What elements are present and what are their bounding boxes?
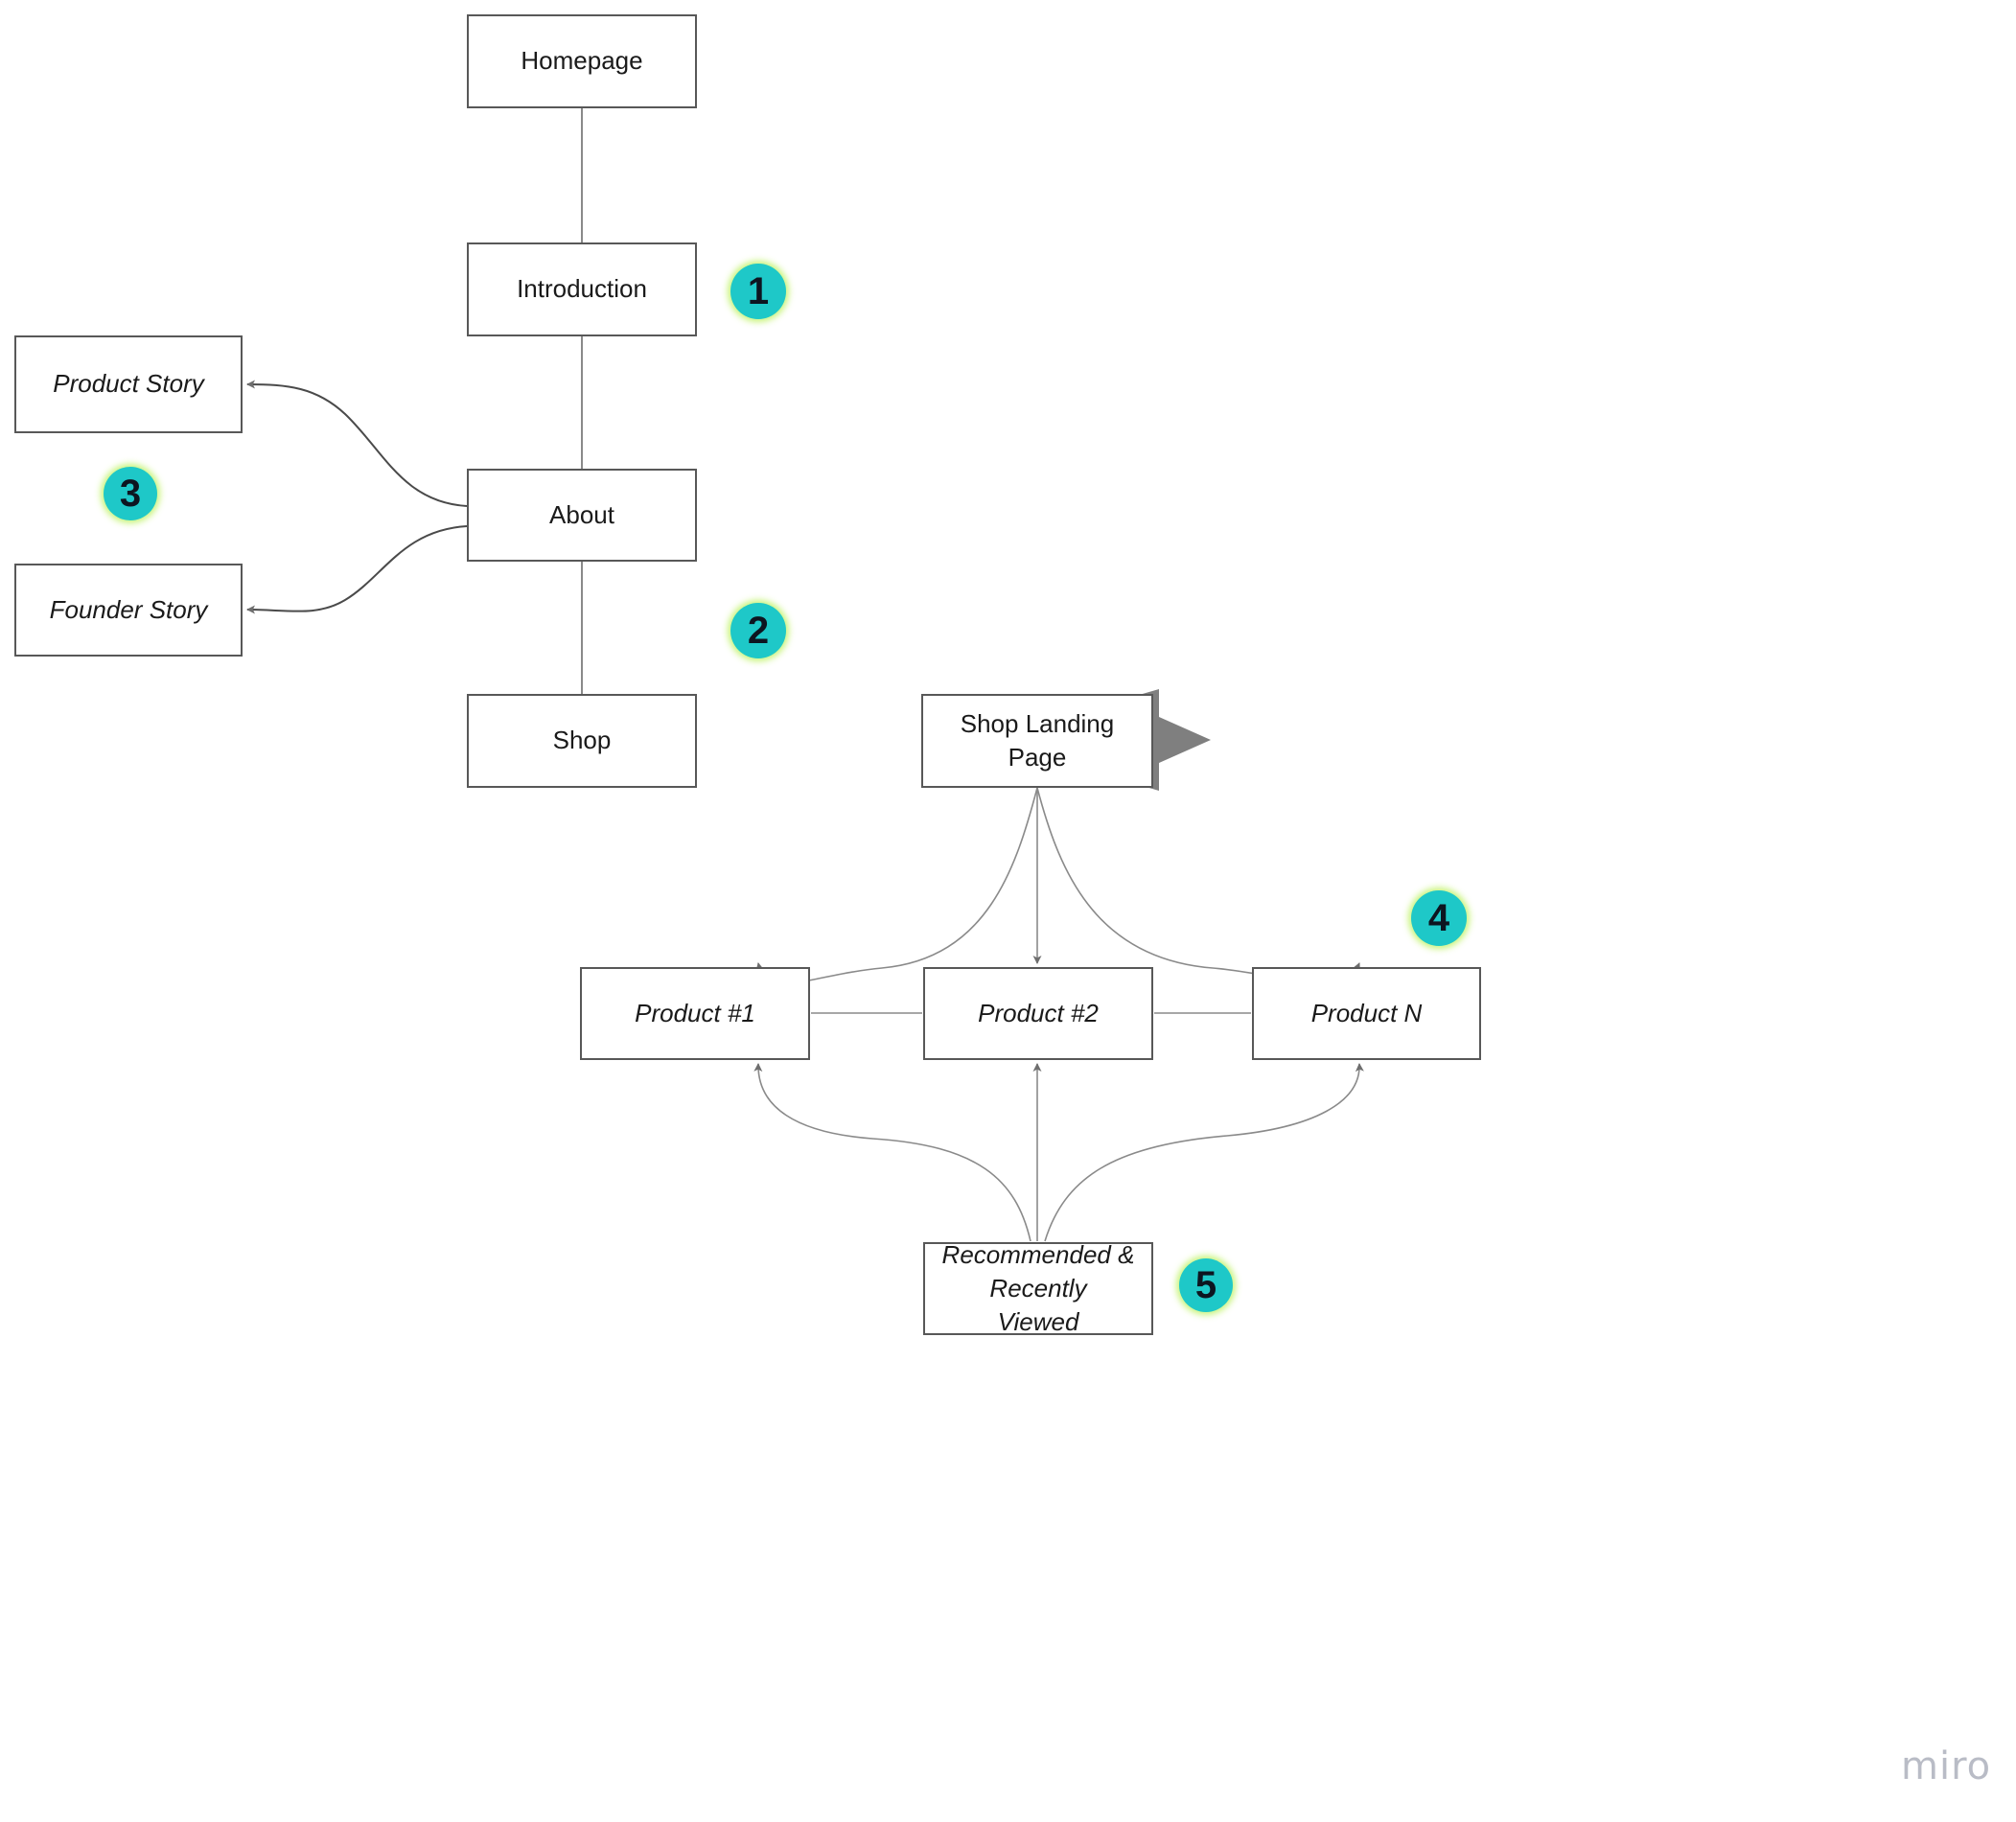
node-shop[interactable]: Shop	[467, 694, 697, 788]
edge-recommended-product-1	[753, 1063, 1031, 1242]
step-badge-4[interactable]: 4	[1411, 890, 1467, 946]
node-label-product-n: Product N	[1310, 998, 1423, 1027]
node-product-story[interactable]: Product Story	[14, 335, 243, 433]
node-label-product-2: Product #2	[978, 998, 1099, 1027]
node-label-introduction: Introduction	[517, 274, 647, 304]
node-label-product-1: Product #1	[635, 998, 755, 1027]
node-product-n[interactable]: Product N	[1252, 967, 1481, 1060]
edge-about-product-story	[246, 380, 468, 507]
miro-watermark: miro	[1901, 1744, 1992, 1788]
node-about[interactable]: About	[467, 469, 697, 562]
edge-shop-landing-product-1	[755, 787, 1038, 984]
edge-shop-landing-product-n	[1036, 787, 1360, 984]
step-badge-3[interactable]: 3	[104, 467, 157, 520]
node-founder-story[interactable]: Founder Story	[14, 564, 243, 657]
node-shop-landing-page[interactable]: Shop Landing Page	[921, 694, 1153, 788]
node-introduction[interactable]: Introduction	[467, 242, 697, 336]
step-badge-2[interactable]: 2	[730, 603, 786, 658]
node-label-shop-landing-page: Shop Landing Page	[960, 708, 1115, 772]
step-badge-1[interactable]: 1	[730, 264, 786, 319]
edge-about-founder-story	[246, 525, 468, 614]
node-label-homepage: Homepage	[521, 46, 643, 76]
node-label-shop: Shop	[552, 726, 612, 755]
edge-recommended-product-n	[1044, 1063, 1364, 1242]
node-label-recommended-recently-viewed: Recommended & Recently Viewed	[941, 1239, 1135, 1337]
node-label-about: About	[549, 499, 614, 529]
node-label-product-story: Product Story	[53, 369, 204, 399]
node-label-founder-story: Founder Story	[49, 594, 208, 624]
node-homepage[interactable]: Homepage	[467, 14, 697, 108]
node-product-2[interactable]: Product #2	[923, 967, 1153, 1060]
node-product-1[interactable]: Product #1	[580, 967, 810, 1060]
step-badge-5[interactable]: 5	[1179, 1258, 1233, 1312]
node-recommended-recently-viewed[interactable]: Recommended & Recently Viewed	[923, 1240, 1153, 1336]
